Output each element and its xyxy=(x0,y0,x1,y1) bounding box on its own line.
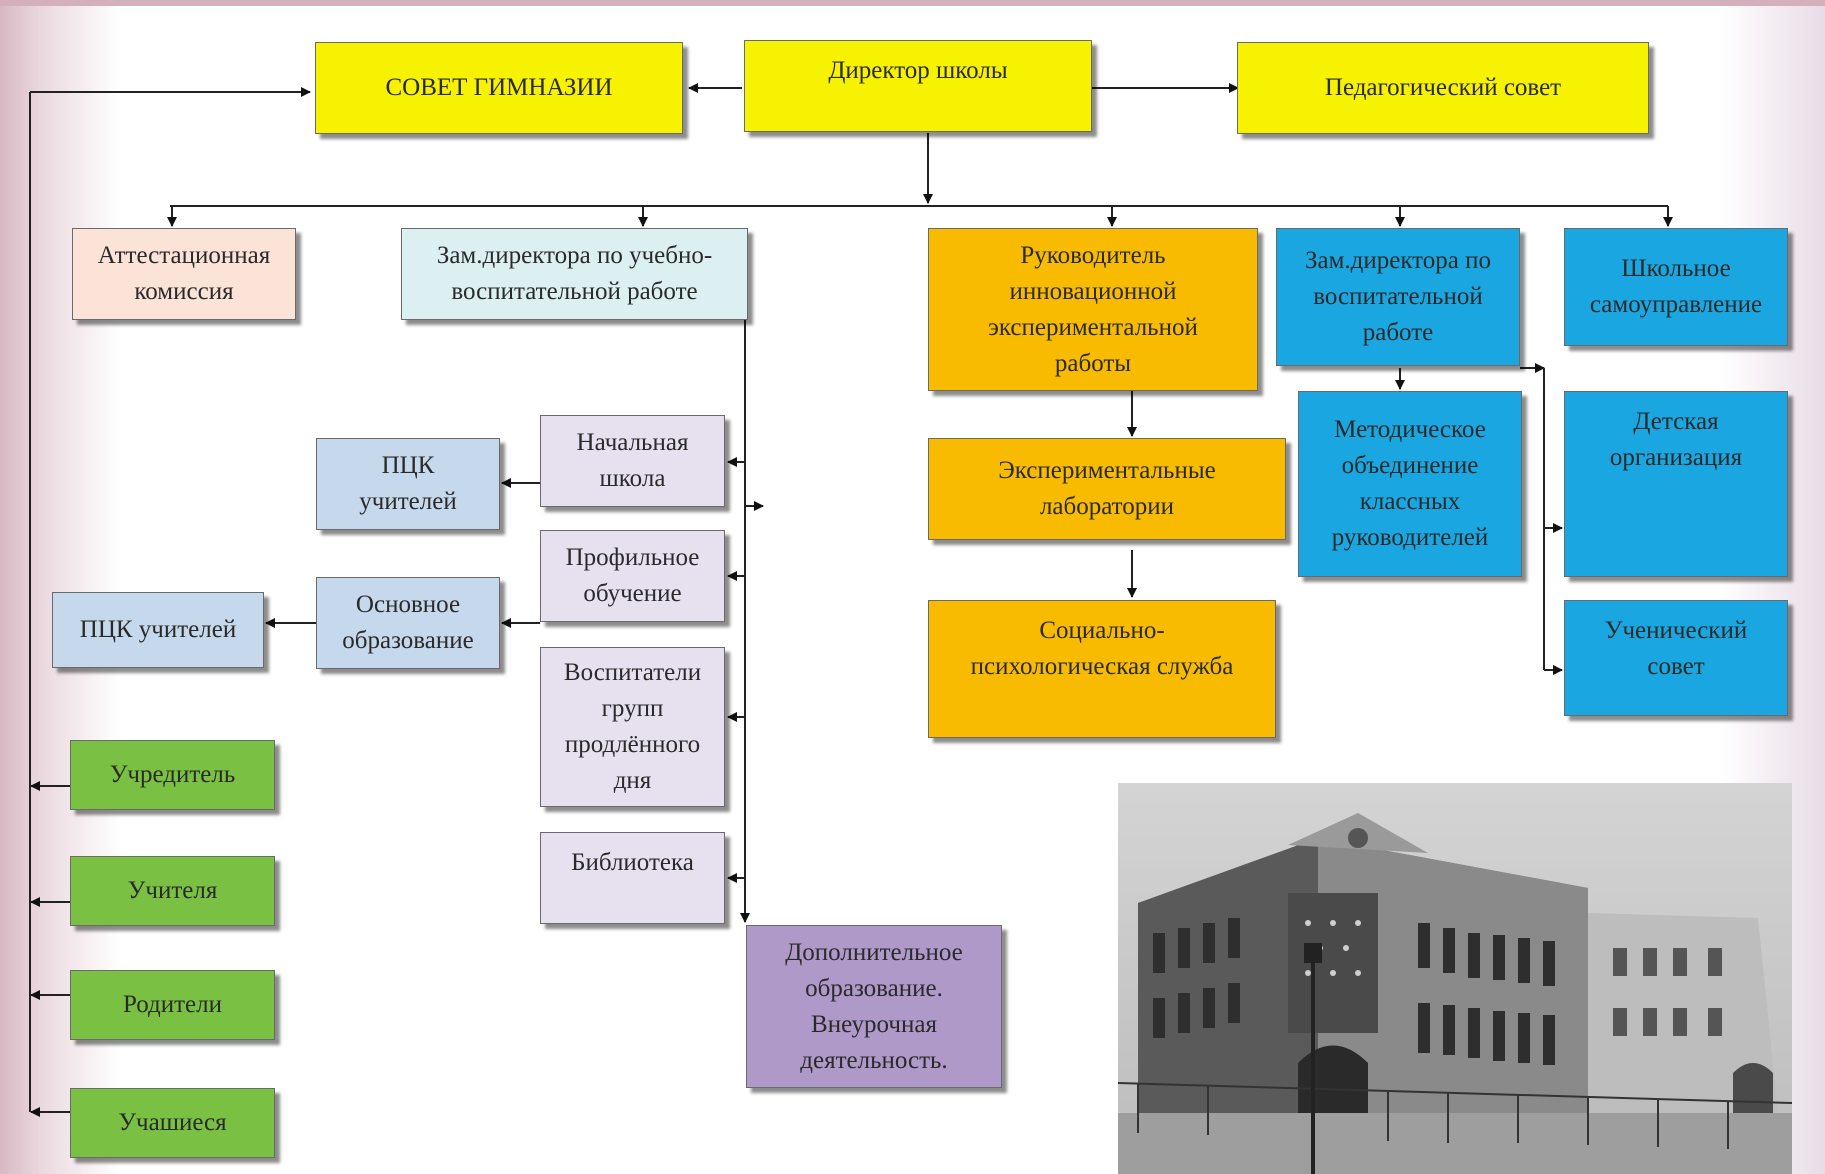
node-pck-1: ПЦК учителей xyxy=(316,438,500,530)
node-uchashiesya: Учашиеся xyxy=(70,1088,275,1158)
node-ped-sovet: Педагогический совет xyxy=(1237,42,1649,134)
school-building-photo xyxy=(1118,783,1792,1174)
node-uch-sovet: Ученический совет xyxy=(1564,600,1788,716)
node-nach-shkola: Начальная школа xyxy=(540,415,725,507)
node-eksp-lab: Экспериментальные лаборатории xyxy=(928,438,1286,540)
node-soc-psych: Социально- психологическая служба xyxy=(928,600,1276,738)
node-biblio: Библиотека xyxy=(540,832,725,924)
node-roditeli: Родители xyxy=(70,970,275,1040)
node-zam-uvr: Зам.директора по учебно- воспитательной … xyxy=(401,228,748,320)
building-illustration xyxy=(1118,783,1792,1174)
node-vospit: Воспитатели групп продлённого дня xyxy=(540,647,725,807)
node-det-org: Детская организация xyxy=(1564,391,1788,577)
node-zam-vr: Зам.директора по воспитательной работе xyxy=(1276,228,1520,366)
top-border xyxy=(0,0,1825,6)
node-dop-obr: Дополнительное образование. Внеурочная д… xyxy=(746,925,1002,1088)
node-uchitelya: Учителя xyxy=(70,856,275,926)
node-director: Директор школы xyxy=(744,40,1092,132)
node-sovet-gimnazii: СОВЕТ ГИМНАЗИИ xyxy=(315,42,683,134)
node-profil: Профильное обучение xyxy=(540,530,725,622)
node-pck-2: ПЦК учителей xyxy=(52,592,264,668)
node-osnovnoe: Основное образование xyxy=(316,577,500,669)
node-attest: Аттестационная комиссия xyxy=(72,228,296,320)
node-ruk-innov: Руководитель инновационной экспериментал… xyxy=(928,228,1258,391)
node-samoupr: Школьное самоуправление xyxy=(1564,228,1788,346)
node-metod: Методическое объединение классных руково… xyxy=(1298,391,1522,577)
node-uchreditel: Учредитель xyxy=(70,740,275,810)
